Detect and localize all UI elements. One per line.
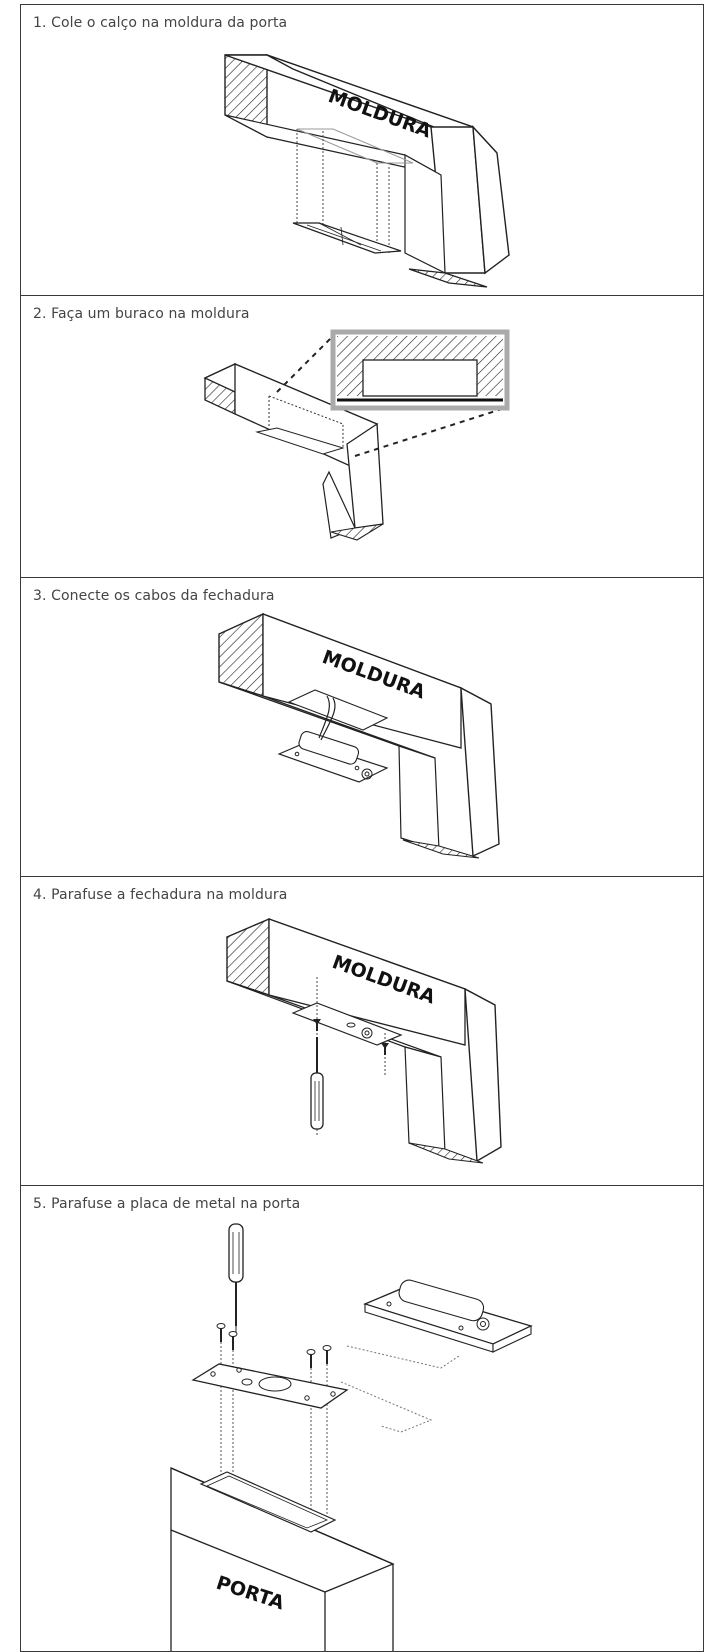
- instruction-sheet: 1. Cole o calço na moldura da porta: [20, 0, 704, 1651]
- step-4-screw-lock-illustration: MOLDURA: [21, 877, 703, 1187]
- step-2-panel: 2. Faça um buraco na moldura: [20, 295, 704, 580]
- step-1-panel: 1. Cole o calço na moldura da porta: [20, 4, 704, 298]
- porta-label: PORTA: [213, 1572, 287, 1615]
- step-5-panel: 5. Parafuse a placa de metal na porta: [20, 1185, 704, 1652]
- step-5-metal-plate-illustration: PORTA: [21, 1186, 703, 1651]
- step-1-frame-illustration: MOLDURA: [21, 5, 703, 297]
- step-4-panel: 4. Parafuse a fechadura na moldura: [20, 876, 704, 1188]
- step-2-drill-illustration: [21, 296, 703, 579]
- step-3-wiring-illustration: MOLDURA: [21, 578, 703, 878]
- step-3-panel: 3. Conecte os cabos da fechadura MOLDURA: [20, 577, 704, 879]
